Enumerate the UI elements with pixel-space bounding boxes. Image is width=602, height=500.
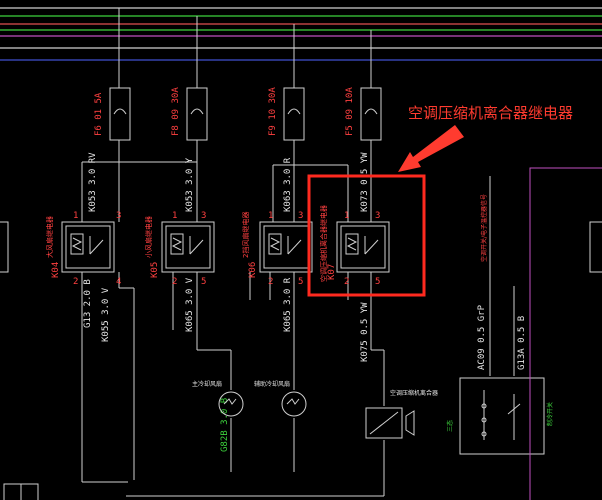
- pin-2: 2: [172, 277, 177, 287]
- switch-note: 三态: [446, 420, 454, 432]
- relay-k04: K04 大风扇继电器: [45, 216, 115, 278]
- wire-label: K053 3.0 RV: [88, 152, 98, 212]
- wire-label: K053 3.0 Y: [185, 157, 195, 212]
- wiring: [81, 140, 515, 497]
- wire-labels: K053 3.0 RV K053 3.0 Y K063 3.0 R K073 0…: [83, 152, 527, 370]
- wire-label: G13A 0.5 B: [517, 316, 527, 370]
- relay-code: K07: [327, 264, 337, 280]
- wire-label: K065 3.0 V: [185, 277, 195, 332]
- pin-5: 5: [375, 277, 380, 287]
- relay-name: 大风扇继电器: [45, 216, 54, 258]
- fuse-f5: F5 09 10A: [345, 87, 382, 141]
- wire-label: K075 0.5 YW: [360, 302, 370, 362]
- relay-code: K04: [51, 262, 61, 278]
- relay-k05: K05 小风扇继电器: [144, 216, 215, 278]
- highlight-box: [307, 174, 426, 297]
- right-side-label: 空调开关/电子温控器信号: [480, 194, 488, 262]
- relay-code: K06: [248, 262, 258, 278]
- clutch-label: 空调压缩机离合器: [390, 389, 438, 397]
- connector-fragment: [3, 483, 39, 500]
- pin-5: 5: [201, 277, 206, 287]
- wire-label: K065 3.0 R: [283, 277, 293, 332]
- fuse-label: F5 09 10A: [345, 87, 355, 136]
- power-bus: [0, 7, 602, 61]
- fuse-label: F8 09 30A: [171, 87, 181, 136]
- relay-name: 2挡风扇继电器: [241, 212, 250, 258]
- fuse-label: F6 01 5A: [94, 92, 104, 136]
- aux-fan-motor: 辅助冷却风扇: [254, 380, 307, 417]
- pin-2: 2: [73, 277, 78, 287]
- wire-label: K073 0.5 YW: [360, 152, 370, 212]
- pin-3: 3: [116, 211, 121, 221]
- pin-1: 1: [268, 211, 273, 221]
- edge-relays: [0, 221, 602, 273]
- pin-1: 1: [73, 211, 78, 221]
- pin-2: 2: [268, 277, 273, 287]
- fuse-f9: F9 10 30A: [268, 87, 305, 141]
- pin-3: 3: [298, 211, 303, 221]
- relay-name: 小风扇继电器: [144, 216, 153, 258]
- wire-label-green: G82B 3.0 B: [220, 398, 230, 452]
- pin-4: 4: [116, 277, 121, 287]
- pin-3: 3: [375, 211, 380, 221]
- callout-arrow: [398, 125, 464, 172]
- fuse-f8: F8 09 30A: [171, 87, 208, 141]
- pin-1: 1: [172, 211, 177, 221]
- main-fan-label: 主冷却风扇: [192, 380, 222, 388]
- pin-5: 5: [298, 277, 303, 287]
- relay-k07: K07 空调压缩机离合器继电器: [319, 205, 390, 282]
- relay-code: K05: [150, 262, 160, 278]
- pin-numbers: 1 3 2 4 1 3 2 5 1 3 2 5 1 3 2 5: [73, 211, 380, 287]
- pin-1: 1: [344, 211, 349, 221]
- wire-label: G13 2.0 B: [83, 279, 93, 328]
- relay-k06: K06 2挡风扇继电器: [241, 212, 313, 278]
- wire-label: K055 3.0 V: [101, 287, 111, 342]
- supply-drops: [118, 8, 372, 88]
- callout-label: 空调压缩机离合器继电器: [408, 104, 574, 122]
- main-fan-motor: 主冷却风扇: [192, 380, 244, 417]
- ac-switch-module: 三态 制冷开关: [446, 377, 554, 455]
- fuse-label: F9 10 30A: [268, 87, 278, 136]
- wire-label: K063 3.0 R: [283, 157, 293, 212]
- aux-fan-label: 辅助冷却风扇: [254, 380, 290, 388]
- switch-note-2: 制冷开关: [546, 402, 554, 426]
- wire-label: AC09 0.5 GrP: [477, 304, 487, 370]
- compressor-clutch: 空调压缩机离合器: [365, 389, 438, 439]
- pin-3: 3: [201, 211, 206, 221]
- relay-name: 空调压缩机离合器继电器: [319, 205, 328, 282]
- fuse-f6: F6 01 5A: [94, 87, 131, 141]
- magenta-border: [529, 167, 602, 500]
- pin-2: 2: [344, 277, 349, 287]
